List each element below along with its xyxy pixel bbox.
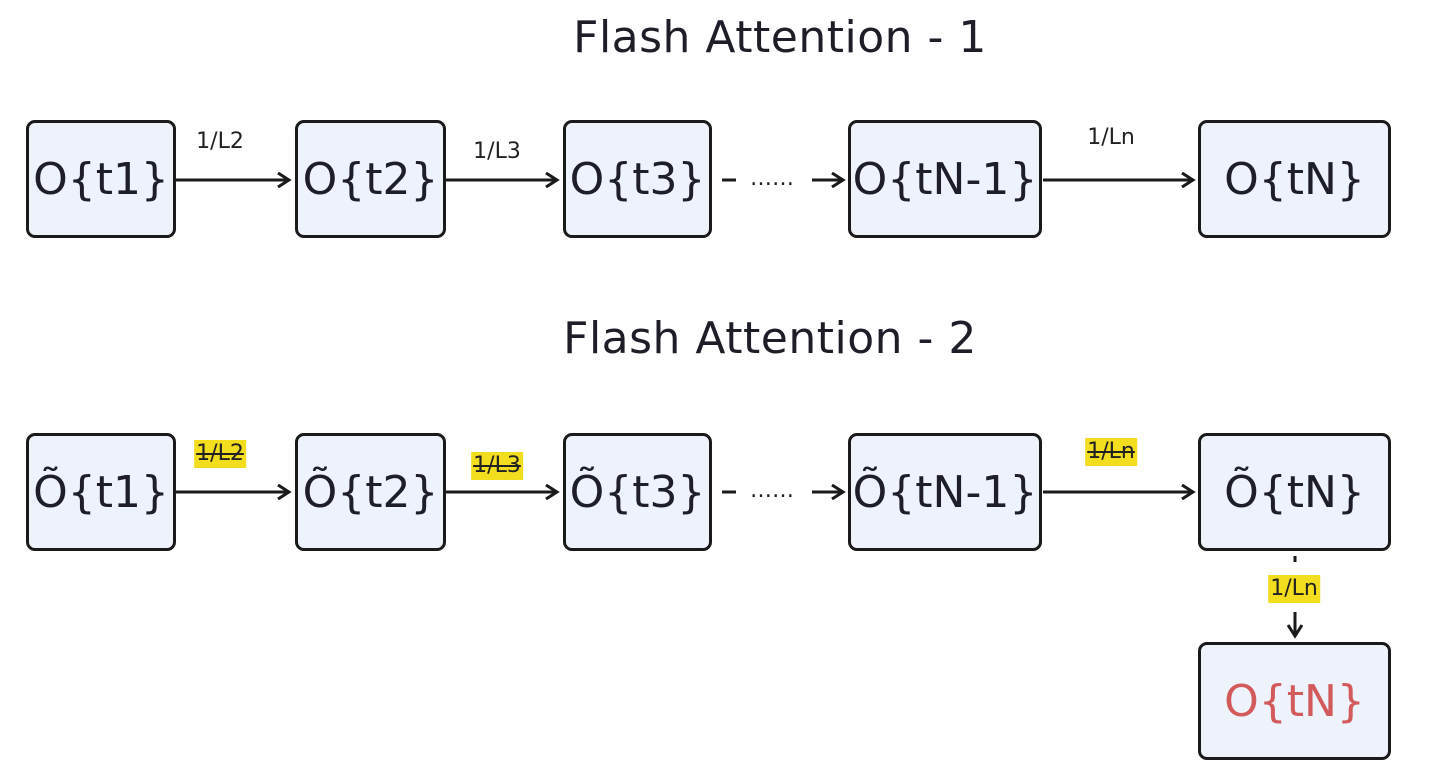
- ellipsis-r1: ……: [750, 166, 794, 191]
- edge-label-r1-L3: 1/L3: [473, 139, 521, 164]
- node-r2-tN: Õ{tN}: [1198, 433, 1391, 551]
- edge-label-final-Ln: 1/Ln: [1268, 575, 1320, 603]
- node-r2-t3: Õ{t3}: [563, 433, 712, 551]
- edge-label-r2-L3: 1/L3: [471, 452, 523, 480]
- node-r1-tN-1: O{tN-1}: [848, 120, 1042, 238]
- node-r2-tN-1: Õ{tN-1}: [848, 433, 1042, 551]
- node-result-tN: O{tN}: [1198, 642, 1391, 760]
- node-r2-t2: Õ{t2}: [295, 433, 446, 551]
- node-r1-tN: O{tN}: [1198, 120, 1391, 238]
- ellipsis-r2: ……: [750, 478, 794, 503]
- node-r1-t2: O{t2}: [295, 120, 446, 238]
- title-flash-attention-1: Flash Attention - 1: [573, 12, 987, 63]
- title-flash-attention-2: Flash Attention - 2: [563, 313, 977, 364]
- edge-label-r1-Ln: 1/Ln: [1087, 125, 1135, 150]
- edge-label-r2-Ln: 1/Ln: [1085, 438, 1137, 466]
- node-r2-t1: Õ{t1}: [26, 433, 176, 551]
- edge-label-r1-L2: 1/L2: [196, 129, 244, 154]
- node-r1-t1: O{t1}: [26, 120, 176, 238]
- edge-label-r2-L2: 1/L2: [194, 440, 246, 468]
- node-r1-t3: O{t3}: [563, 120, 712, 238]
